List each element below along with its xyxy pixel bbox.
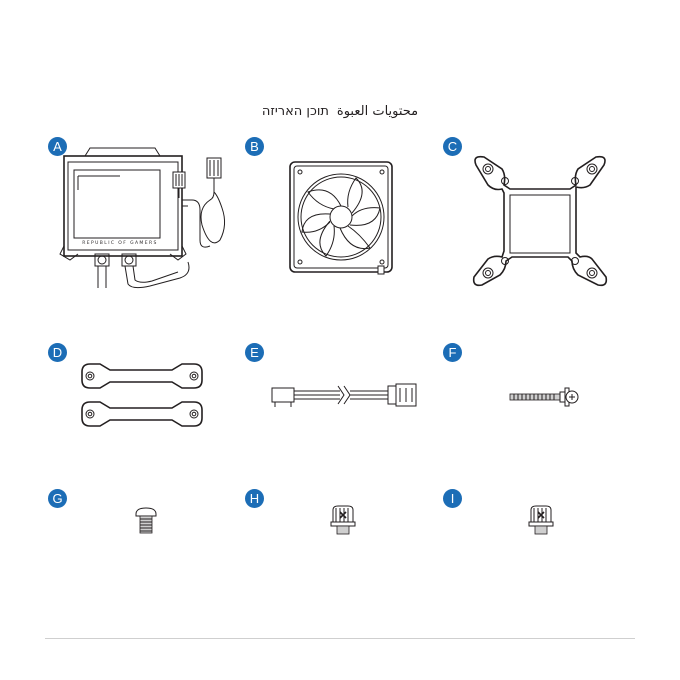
long-screw-illustration: [508, 386, 580, 410]
footer-divider: [45, 638, 635, 639]
item-badge-c: C: [443, 137, 462, 156]
pump-block-illustration: REPUBLIC OF GAMERS: [60, 150, 240, 290]
brackets-illustration: [76, 362, 211, 437]
thumb-screw-h-illustration: [330, 506, 356, 536]
page-heading: תוכן האריזה محتويات العبوة: [0, 104, 680, 119]
thumb-screw-i-illustration: [528, 506, 554, 536]
item-badge-i: I: [443, 489, 462, 508]
item-badge-f: F: [443, 343, 462, 362]
fan-illustration: [290, 162, 400, 282]
item-badge-e: E: [245, 343, 264, 362]
heading-arabic: محتويات العبوة: [337, 104, 418, 119]
item-badge-h: H: [245, 489, 264, 508]
heading-hebrew: תוכן האריזה: [262, 104, 329, 119]
short-screw-illustration: [134, 506, 158, 536]
backplate-illustration: [472, 155, 612, 290]
item-badge-d: D: [48, 343, 67, 362]
item-badge-g: G: [48, 489, 67, 508]
brand-text: REPUBLIC OF GAMERS: [82, 240, 158, 246]
item-badge-b: B: [245, 137, 264, 156]
cable-illustration: [270, 380, 420, 415]
